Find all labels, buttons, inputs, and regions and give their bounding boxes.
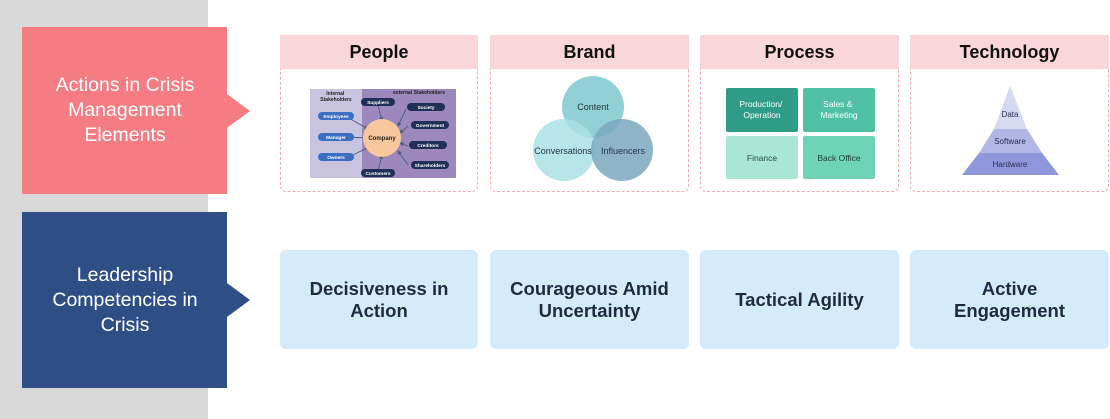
stakeholder-diagram: Internal Stakeholders external Stakehold… bbox=[310, 89, 456, 178]
stakeholder-internal-2-label: Owners bbox=[327, 155, 345, 161]
venn-label-influencers: Influencers bbox=[601, 146, 646, 156]
panel-technology: Data Software Hardware bbox=[910, 69, 1109, 192]
process-finance-label: Finance bbox=[747, 153, 778, 163]
stakeholder-external-right-3-pill bbox=[411, 161, 449, 169]
header-process: Process bbox=[700, 35, 899, 69]
stakeholder-external-right-0-pill bbox=[407, 103, 445, 111]
external-title: external Stakeholders bbox=[393, 90, 445, 96]
stakeholder-internal-1-pill bbox=[318, 133, 354, 141]
stakeholder-external-left-0-label: Suppliers bbox=[367, 100, 389, 106]
venn-circle-influencers bbox=[591, 119, 653, 181]
process-production-line1: Production/ bbox=[739, 99, 783, 109]
stakeholder-external-right-3-label: Shareholders bbox=[415, 163, 446, 169]
venn-label-content: Content bbox=[577, 102, 609, 112]
venn-circle-conversations bbox=[533, 119, 595, 181]
internal-title-1: Internal bbox=[326, 91, 345, 97]
pyramid-label-data: Data bbox=[1002, 110, 1019, 119]
stakeholder-external-left-1-pill bbox=[361, 169, 395, 177]
stakeholder-external-right-2-label: Creditors bbox=[417, 143, 439, 149]
svg-text:Sales & Marketing: Sales & Marketing bbox=[820, 99, 858, 120]
header-technology: Technology bbox=[910, 35, 1109, 69]
stakeholder-internal-0-pill bbox=[318, 112, 354, 120]
stakeholder-external-right-1-label: Government bbox=[416, 123, 445, 129]
process-grid: Production/ Operation Sales & Marketing … bbox=[726, 88, 875, 179]
leadership-row-label: Leadership Competencies in Crisis bbox=[22, 212, 250, 388]
process-production-line2: Operation bbox=[743, 110, 781, 120]
technology-pyramid: Data Software Hardware bbox=[962, 86, 1059, 175]
brand-venn-diagram: Content Conversations Influencers bbox=[533, 76, 653, 181]
process-cell-finance bbox=[726, 136, 798, 179]
competency-courageous: Courageous Amid Uncertainty bbox=[490, 250, 689, 349]
process-sales-line2: Marketing bbox=[820, 110, 858, 120]
panel-people: Internal Stakeholders external Stakehold… bbox=[280, 69, 478, 192]
stakeholder-internal-2-pill bbox=[318, 153, 354, 161]
competency-decisiveness: Decisiveness in Action bbox=[280, 250, 478, 349]
competency-active-engagement: Active Engagement bbox=[910, 250, 1109, 349]
stakeholder-internal-0-label: Employees bbox=[323, 114, 349, 120]
header-people: People bbox=[280, 35, 478, 69]
stakeholder-external-left-1-label: Customers bbox=[365, 171, 390, 177]
internal-title-2: Stakeholders bbox=[320, 97, 352, 103]
panel-process: Production/ Operation Sales & Marketing … bbox=[700, 69, 899, 192]
process-cell-back-office bbox=[803, 136, 875, 179]
header-brand: Brand bbox=[490, 35, 689, 69]
pyramid-label-software: Software bbox=[994, 137, 1026, 146]
company-circle bbox=[363, 119, 401, 157]
process-cell-production bbox=[726, 88, 798, 132]
process-cell-sales bbox=[803, 88, 875, 132]
pyramid-label-hardware: Hardware bbox=[993, 160, 1028, 169]
company-label: Company bbox=[368, 136, 396, 142]
svg-text:Production/ Operation: Production/ Operation bbox=[739, 99, 784, 120]
stakeholder-external-right-2-pill bbox=[409, 141, 447, 149]
pyramid-layer-hardware bbox=[962, 153, 1059, 175]
svg-text:Internal Stakeholders: Internal Stakeholders bbox=[320, 91, 352, 103]
pyramid-layer-software bbox=[979, 129, 1042, 153]
panel-brand: Content Conversations Influencers bbox=[490, 69, 689, 192]
pyramid-layer-data bbox=[994, 86, 1027, 129]
process-back-office-label: Back Office bbox=[817, 153, 861, 163]
stakeholder-internal-1-label: Manager bbox=[326, 135, 346, 141]
venn-label-conversations: Conversations bbox=[534, 146, 592, 156]
competency-tactical-agility: Tactical Agility bbox=[700, 250, 899, 349]
stakeholder-external-right-1-pill bbox=[411, 121, 449, 129]
process-sales-line1: Sales & bbox=[823, 99, 853, 109]
stakeholder-external-right-0-label: Society bbox=[417, 105, 434, 111]
actions-row-label: Actions in Crisis Management Elements bbox=[22, 27, 250, 194]
stakeholder-external-left-0-pill bbox=[361, 98, 395, 106]
